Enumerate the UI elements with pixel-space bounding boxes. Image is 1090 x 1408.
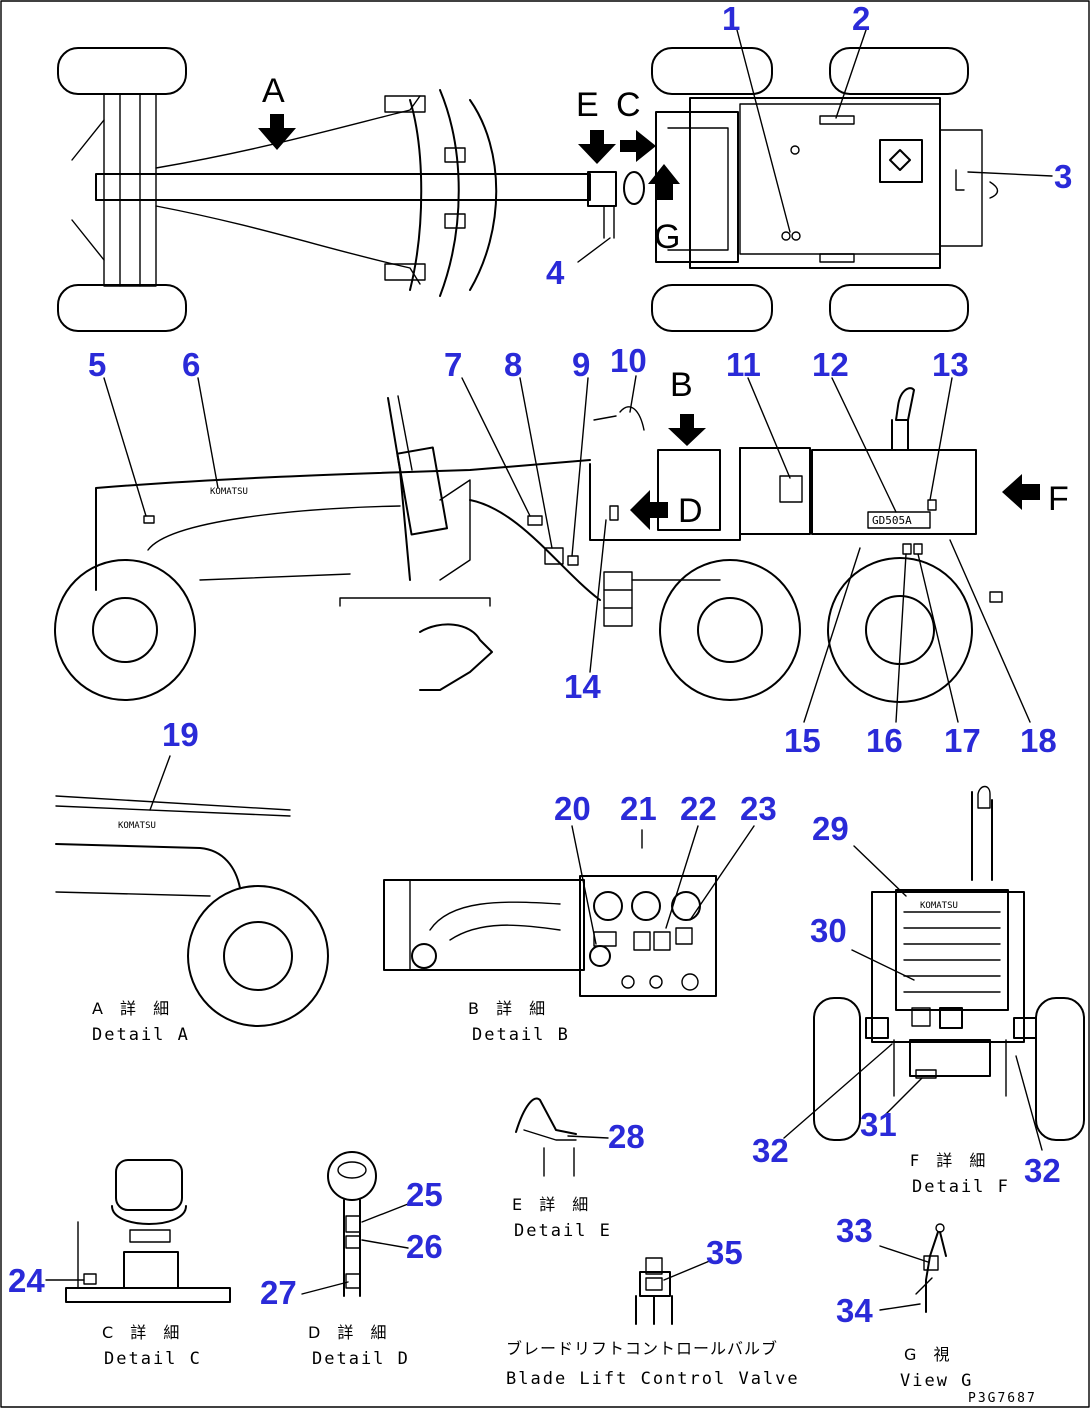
callout-17: 17 bbox=[944, 722, 981, 759]
callout-11: 11 bbox=[726, 346, 761, 383]
caption-detail-c-en: Detail C bbox=[104, 1349, 202, 1369]
model-plate bbox=[867, 511, 931, 529]
callout-35: 35 bbox=[706, 1234, 743, 1271]
drawing-number: P3G7687 bbox=[968, 1391, 1037, 1406]
caption-detail-e-en: Detail E bbox=[514, 1221, 612, 1241]
caption-detail-a-jp: A 詳 細 bbox=[92, 999, 175, 1018]
view-letter-f: F bbox=[1048, 480, 1069, 518]
caption-detail-f-en: Detail F bbox=[912, 1177, 1010, 1197]
view-letter-e: E bbox=[576, 86, 599, 124]
callout-5: 5 bbox=[88, 346, 106, 383]
callout-33: 33 bbox=[836, 1212, 873, 1249]
caption-detail-c-jp: C 詳 細 bbox=[102, 1323, 185, 1342]
callout-6: 6 bbox=[182, 346, 200, 383]
callout-32-right: 32 bbox=[1024, 1152, 1061, 1189]
caption-valve-jp: ブレードリフトコントロールバルブ bbox=[506, 1339, 778, 1358]
callout-31: 31 bbox=[860, 1106, 897, 1143]
callout-26: 26 bbox=[406, 1228, 443, 1265]
callout-1: 1 bbox=[722, 0, 740, 37]
callout-28: 28 bbox=[608, 1118, 645, 1155]
top-view-arrows bbox=[258, 114, 680, 200]
view-letter-a: A bbox=[262, 72, 285, 110]
callout-16: 16 bbox=[866, 722, 903, 759]
callout-25: 25 bbox=[406, 1176, 443, 1213]
captions: A 詳 細 Detail A B 詳 細 Detail B C 詳 細 Deta… bbox=[92, 999, 1037, 1406]
callout-27: 27 bbox=[260, 1274, 297, 1311]
callout-7: 7 bbox=[444, 346, 462, 383]
caption-detail-b-jp: B 詳 細 bbox=[468, 999, 551, 1018]
side-view: KOMATSU bbox=[54, 387, 1003, 703]
callout-2: 2 bbox=[852, 0, 870, 37]
callout-18: 18 bbox=[1020, 722, 1057, 759]
callout-10: 10 bbox=[610, 342, 647, 379]
callout-19: 19 bbox=[162, 716, 199, 753]
model-plate-text: GD505A bbox=[872, 514, 912, 527]
caption-detail-d-jp: D 詳 細 bbox=[308, 1323, 393, 1342]
callout-13: 13 bbox=[932, 346, 969, 383]
callout-4: 4 bbox=[546, 254, 565, 291]
view-letter-d: D bbox=[678, 492, 703, 530]
side-view-arrows bbox=[630, 414, 1040, 530]
callout-3: 3 bbox=[1054, 158, 1072, 195]
detail-a-logo: KOMATSU bbox=[118, 821, 156, 831]
callout-21: 21 bbox=[620, 790, 657, 827]
caption-detail-e-jp: E 詳 細 bbox=[512, 1195, 594, 1214]
caption-view-g-jp: G 視 bbox=[904, 1345, 956, 1364]
caption-view-g-en: View G bbox=[900, 1371, 973, 1391]
top-view bbox=[57, 47, 999, 332]
valve-detail bbox=[635, 1257, 673, 1325]
callout-22: 22 bbox=[680, 790, 717, 827]
detail-a: KOMATSU bbox=[55, 795, 329, 1027]
detail-d bbox=[327, 1151, 377, 1297]
frame-logo: KOMATSU bbox=[210, 487, 248, 497]
callout-20: 20 bbox=[554, 790, 591, 827]
callout-30: 30 bbox=[810, 912, 847, 949]
callout-29: 29 bbox=[812, 810, 849, 847]
view-letters: A B C D E F G bbox=[262, 72, 1069, 530]
view-letter-g: G bbox=[654, 218, 680, 256]
caption-valve-en: Blade Lift Control Valve bbox=[506, 1369, 800, 1389]
view-letter-b: B bbox=[670, 366, 693, 404]
detail-c bbox=[65, 1159, 231, 1303]
caption-detail-d-en: Detail D bbox=[312, 1349, 410, 1369]
caption-detail-f-jp: F 詳 細 bbox=[910, 1151, 991, 1170]
detail-e bbox=[515, 1097, 577, 1177]
callout-24: 24 bbox=[8, 1262, 45, 1299]
detail-f: KOMATSU bbox=[813, 785, 1085, 1141]
view-g bbox=[915, 1223, 947, 1313]
detail-b bbox=[383, 875, 717, 997]
callout-14: 14 bbox=[564, 668, 601, 705]
callout-9: 9 bbox=[572, 346, 590, 383]
callout-32-left: 32 bbox=[752, 1132, 789, 1169]
leader-lines bbox=[45, 29, 1053, 1311]
detail-f-logo: KOMATSU bbox=[920, 901, 958, 911]
caption-detail-b-en: Detail B bbox=[472, 1025, 570, 1045]
caption-detail-a-en: Detail A bbox=[92, 1025, 190, 1045]
view-letter-c: C bbox=[616, 86, 641, 124]
callout-15: 15 bbox=[784, 722, 821, 759]
callout-8: 8 bbox=[504, 346, 522, 383]
callout-12: 12 bbox=[812, 346, 849, 383]
callout-23: 23 bbox=[740, 790, 777, 827]
callout-numbers: 1 2 3 4 5 6 7 8 9 10 11 12 13 14 15 16 1… bbox=[8, 0, 1072, 1329]
callout-34: 34 bbox=[836, 1292, 873, 1329]
